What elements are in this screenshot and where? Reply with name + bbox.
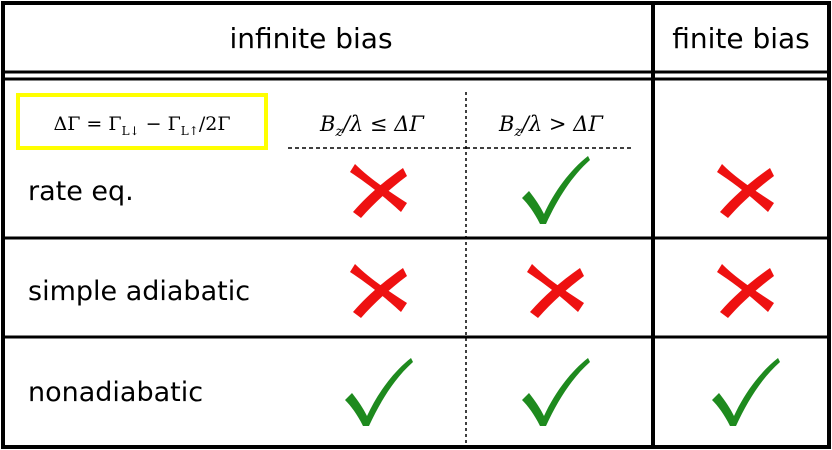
check-icon (522, 156, 590, 224)
formula-highlight-box (16, 93, 268, 150)
condition-formula: ΔΓ = ΓL↓ − ΓL↑/2Γ (53, 113, 230, 138)
cross-icon (350, 264, 407, 318)
result-marks (345, 156, 780, 426)
cross-icon (527, 264, 584, 318)
check-icon (345, 358, 413, 426)
subheader-weak-field: Bz/λ ≤ ΔΓ (319, 112, 425, 140)
row-label-nonadiabatic: nonadiabatic (28, 377, 203, 408)
row-label-rate-eq: rate eq. (28, 176, 134, 207)
header-infinite-bias: infinite bias (229, 22, 392, 55)
check-icon (712, 358, 780, 426)
row-label-simple-adiabatic: simple adiabatic (28, 276, 250, 307)
cross-icon (717, 264, 774, 318)
cross-icon (717, 164, 774, 218)
cross-icon (350, 164, 407, 218)
header-finite-bias: finite bias (672, 22, 810, 55)
check-icon (522, 358, 590, 426)
subheader-strong-field: Bz/λ > ΔΓ (498, 112, 604, 140)
